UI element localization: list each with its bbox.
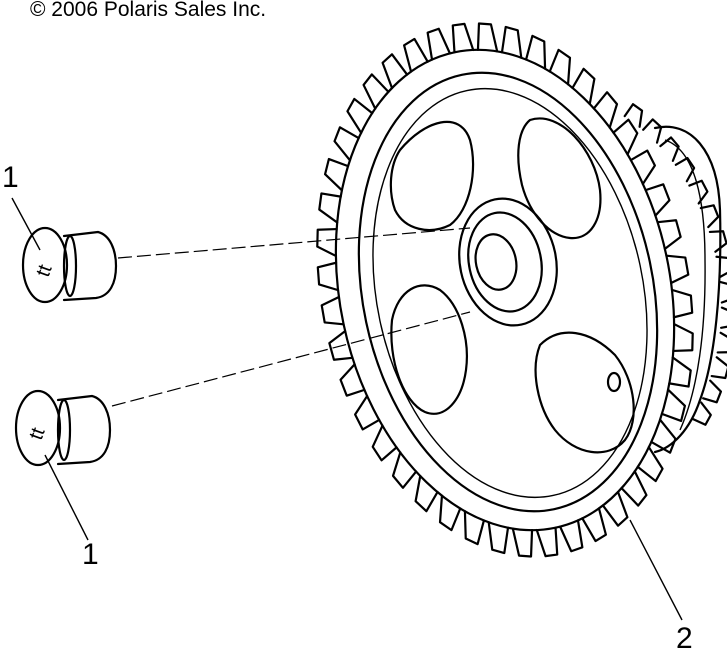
leader-line-2 bbox=[629, 519, 683, 621]
gear-tooth bbox=[414, 474, 439, 513]
gear-tooth bbox=[381, 53, 409, 90]
assembly-line-upper bbox=[117, 227, 471, 259]
gear-tooth bbox=[670, 288, 694, 319]
gear-hub-outer bbox=[458, 197, 558, 327]
gear-tooth bbox=[571, 67, 596, 106]
gear-hub-inner bbox=[467, 211, 543, 313]
gear-tooth bbox=[656, 219, 682, 251]
callout-1-upper: 1 bbox=[2, 161, 19, 194]
bolt-lower: tt bbox=[14, 389, 112, 467]
gear-tooth bbox=[559, 519, 584, 553]
gear-tooth bbox=[660, 388, 687, 423]
gear-tooth bbox=[688, 179, 709, 205]
gear bbox=[316, 22, 727, 558]
callout-2: 2 bbox=[676, 622, 693, 655]
gear-tooth bbox=[612, 118, 639, 156]
gear-tooth bbox=[354, 394, 381, 431]
gear-tooth bbox=[346, 97, 374, 134]
gear-tooth bbox=[451, 22, 475, 54]
gear-tooth bbox=[710, 356, 727, 380]
gear-tooth bbox=[716, 331, 727, 354]
gear-teeth bbox=[316, 22, 694, 558]
gear-tooth bbox=[623, 103, 644, 128]
gear-pin-hole bbox=[606, 371, 622, 393]
bolt-upper: tt bbox=[21, 226, 118, 304]
gear-tooth bbox=[581, 507, 608, 543]
gear-tooth bbox=[629, 149, 656, 186]
gear-back-teeth bbox=[623, 103, 727, 426]
svg-text:tt: tt bbox=[32, 261, 57, 279]
gear-window-lower-left bbox=[390, 284, 468, 415]
gear-tooth bbox=[463, 510, 486, 546]
gear-bore bbox=[474, 233, 518, 291]
gear-window-upper-right bbox=[517, 117, 602, 240]
gear-tooth bbox=[391, 451, 418, 489]
gear-window-upper-left bbox=[389, 120, 475, 232]
gear-tooth bbox=[720, 306, 727, 329]
gear-tooth bbox=[636, 446, 664, 483]
gear-tooth bbox=[665, 254, 690, 285]
gear-tooth bbox=[691, 401, 712, 426]
gear-tooth bbox=[642, 118, 663, 144]
gear-window-lower-right bbox=[534, 331, 635, 454]
leader-line-1-lower bbox=[44, 454, 89, 541]
gear-tooth bbox=[535, 526, 559, 558]
gear-tooth bbox=[320, 295, 345, 326]
gear-tooth bbox=[426, 27, 451, 61]
assembly-line-lower bbox=[111, 311, 471, 407]
gear-tooth bbox=[601, 490, 629, 527]
gear-tooth bbox=[323, 157, 350, 192]
gear-tooth bbox=[548, 48, 572, 86]
gear-tooth bbox=[328, 329, 354, 361]
gear-tooth bbox=[500, 25, 523, 59]
gear-tooth bbox=[674, 156, 696, 183]
gear-tooth bbox=[644, 183, 671, 217]
gear-tooth bbox=[719, 280, 727, 304]
gear-tooth bbox=[672, 322, 694, 353]
gear-tooth bbox=[659, 136, 680, 162]
copyright-notice: © 2006 Polaris Sales Inc. bbox=[30, 0, 267, 21]
gear-tooth bbox=[708, 230, 727, 253]
gear-tooth bbox=[316, 227, 338, 258]
gear-tooth bbox=[524, 34, 547, 70]
gear-tooth bbox=[402, 37, 429, 73]
gear-tooth bbox=[318, 192, 342, 224]
gear-tooth bbox=[316, 261, 340, 292]
gear-tooth bbox=[668, 356, 692, 388]
gear-inner-rim bbox=[357, 71, 659, 513]
gear-tooth bbox=[620, 470, 648, 507]
svg-text:tt: tt bbox=[25, 424, 50, 442]
gear-tooth bbox=[476, 22, 499, 53]
gear-tooth bbox=[702, 379, 723, 404]
gear-tooth bbox=[511, 527, 534, 558]
gear-tooth bbox=[650, 418, 677, 454]
gear-tooth bbox=[371, 424, 398, 462]
gear-tooth bbox=[699, 204, 720, 229]
gear-tooth bbox=[715, 255, 727, 279]
gear-tooth bbox=[339, 363, 366, 397]
gear-tooth bbox=[592, 91, 619, 129]
gear-tooth bbox=[362, 73, 390, 110]
leader-line-1-upper bbox=[11, 197, 41, 251]
gear-outer-rim bbox=[334, 48, 676, 532]
gear-tooth bbox=[487, 521, 510, 555]
callout-1-lower: 1 bbox=[82, 538, 99, 571]
gear-tooth bbox=[438, 494, 462, 532]
gear-tooth bbox=[333, 126, 360, 162]
